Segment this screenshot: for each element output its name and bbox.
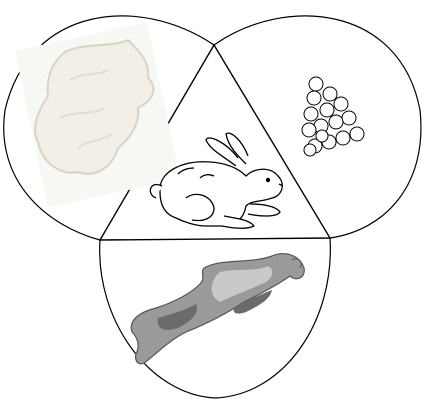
skin-icon: [131, 254, 304, 364]
pellets-icon: [302, 77, 364, 156]
fur-icon: [15, 23, 180, 208]
